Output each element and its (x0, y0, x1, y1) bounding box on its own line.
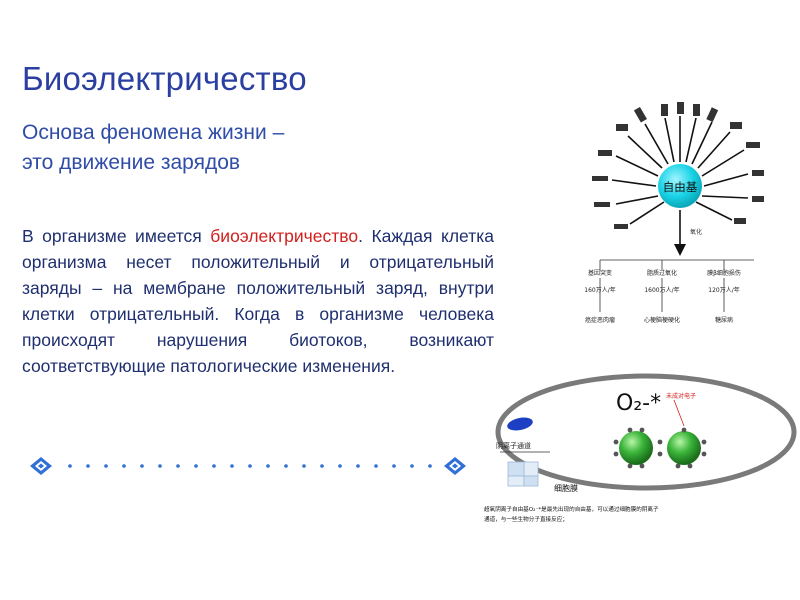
membrane-label: 细胞膜 (554, 483, 578, 493)
col3-head: 膜β细胞损伤 (707, 269, 741, 277)
caption-line-2: 通道，与一些生物分子直接反应； (484, 515, 568, 523)
caption-line-1: 超氧阴离子自由基O₂⁻*是最先出现的自由基，可以通过细胞膜的阴离子 (484, 505, 659, 513)
free-radical-ball (658, 164, 702, 208)
col3-result: 糖尿病 (715, 316, 733, 324)
free-radical-diagram: 自由基 氧化 基因突变 脂质过氧化 膜β细胞损伤 160万人/年 1600万人/… (584, 102, 764, 324)
diamond-right-icon (444, 457, 466, 475)
oxidation-label: 氧化 (690, 228, 702, 236)
col3-rate: 120万人/年 (708, 286, 739, 294)
body-text-part-1: В организме имеется (22, 226, 211, 246)
body-text: В организме имеется биоэлектричество. Ка… (22, 223, 494, 379)
body-text-part-2: . Каждая клетка организма несет положите… (22, 226, 494, 376)
electron-label: 未成对电子 (666, 392, 696, 400)
subtitle-line-1: Основа феномена жизни – (22, 121, 285, 144)
slide-title: Биоэлектричество (22, 60, 307, 97)
channel-label: 阴离子通道 (496, 441, 531, 450)
oxygen-atom-left (619, 431, 653, 465)
col1-result: 癌症恶肉瘤 (585, 316, 615, 324)
col2-rate: 1600万人/年 (644, 286, 679, 294)
cell-membrane-ellipse (495, 373, 797, 491)
col2-result: 心梗脑梗硬化 (644, 316, 680, 324)
col1-rate: 160万人/年 (584, 286, 615, 294)
diamond-left-icon (30, 457, 52, 475)
col2-head: 脂质过氧化 (647, 269, 677, 277)
ion-label: O₂-* (616, 391, 661, 416)
col1-head: 基因突变 (588, 269, 612, 277)
dotted-divider (30, 457, 466, 475)
anion-channel (507, 417, 533, 431)
subtitle-line-2: это движение зарядов (22, 151, 241, 174)
cell-icon (507, 461, 539, 487)
body-text-highlight: биоэлектричество (210, 226, 359, 246)
subtitle: Основа феномена жизни – это движение зар… (22, 118, 422, 178)
free-radical-label: 自由基 (663, 180, 698, 194)
oxygen-atom-right (667, 431, 701, 465)
superoxide-diagram: 阴离子通道 O₂-* 未成对电子 细胞膜 超氧阴离子自由基O₂⁻*是最先出现的自… (484, 373, 797, 523)
